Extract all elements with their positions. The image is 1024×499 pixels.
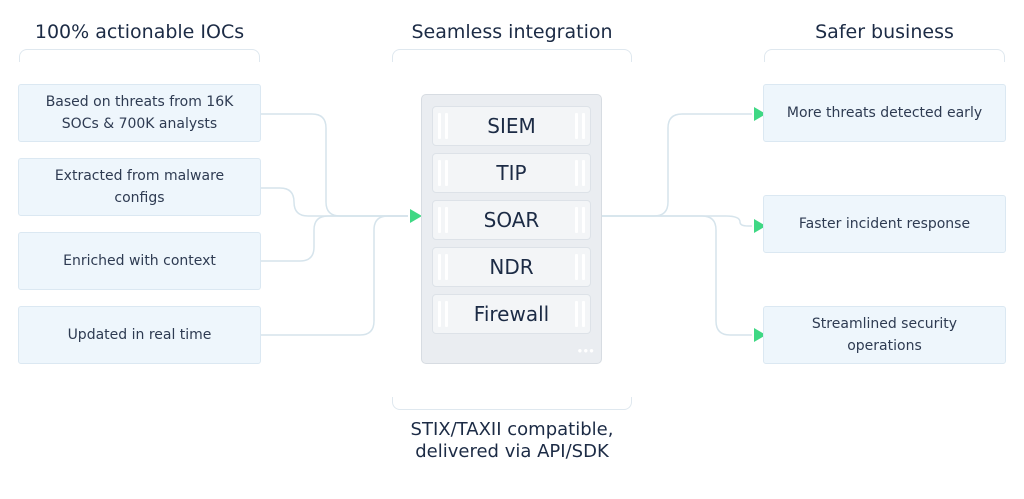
server-rack-icon: SIEM TIP SOAR NDR Firewall ●●● (421, 94, 602, 364)
integration-slot-siem: SIEM (432, 106, 591, 146)
connector-output-2 (602, 215, 752, 227)
integration-label: Firewall (473, 302, 550, 326)
delivery-note-line-2: delivered via API/SDK (415, 441, 609, 462)
integration-slot-ndr: NDR (432, 247, 591, 287)
input-box-threat-sources: Based on threats from 16K SOCs & 700K an… (18, 84, 261, 142)
connector-input-2 (260, 187, 408, 217)
input-label: Enriched with context (63, 253, 216, 269)
outcome-box-security-operations: Streamlined security operations (763, 306, 1006, 364)
arrow-right-icon (754, 107, 766, 121)
outcome-label: More threats detected early (786, 105, 983, 121)
left-column-title: 100% actionable IOCs (34, 21, 245, 43)
outcome-label: Streamlined security operations (811, 316, 958, 354)
arrow-right-icon (754, 219, 766, 233)
left-column-bracket (19, 49, 260, 62)
connector-output-1 (602, 113, 752, 217)
integration-slot-soar: SOAR (432, 200, 591, 240)
right-column-title: Safer business (815, 21, 954, 43)
integration-label: SOAR (483, 208, 540, 232)
center-column-bracket (392, 49, 632, 62)
integration-slot-tip: TIP (432, 153, 591, 193)
input-label: Updated in real time (67, 327, 212, 343)
integration-slot-firewall: Firewall (432, 294, 591, 334)
outcome-label: Faster incident response (798, 216, 971, 232)
connector-input-4 (260, 215, 408, 336)
input-box-context: Enriched with context (18, 232, 261, 290)
status-dots-icon: ●●● (577, 346, 595, 355)
connector-output-3 (602, 215, 752, 336)
outcome-box-incident-response: Faster incident response (763, 195, 1006, 253)
integration-label: SIEM (487, 114, 536, 138)
integration-label: NDR (489, 255, 534, 279)
connector-input-3 (260, 215, 408, 262)
input-box-real-time: Updated in real time (18, 306, 261, 364)
arrow-right-icon (410, 209, 422, 223)
delivery-note: STIX/TAXII compatible, delivered via API… (392, 419, 632, 463)
connector-input-1 (260, 113, 408, 217)
input-label: Based on threats from 16K SOCs & 700K an… (45, 94, 234, 132)
center-column-title: Seamless integration (411, 21, 613, 43)
input-box-malware-configs: Extracted from malware configs (18, 158, 261, 216)
center-footer-bracket (392, 397, 632, 410)
arrow-right-icon (754, 328, 766, 342)
input-label: Extracted from malware configs (54, 168, 225, 206)
outcome-box-threat-detection: More threats detected early (763, 84, 1006, 142)
right-column-bracket (764, 49, 1005, 62)
delivery-note-line-1: STIX/TAXII compatible, (410, 419, 614, 440)
integration-label: TIP (496, 161, 527, 185)
